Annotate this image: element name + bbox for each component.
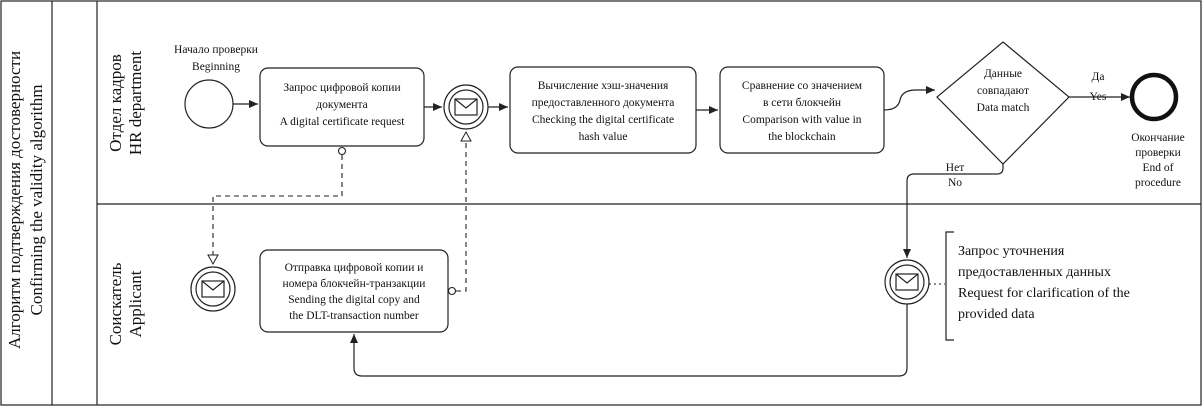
end-line-2: проверки [1135, 147, 1181, 159]
annotation-line-3: Request for clarification of the [958, 286, 1130, 301]
task-compare-line-4: the blockchain [768, 131, 836, 143]
task-compare: Сравнение со значением в сети блокчейн C… [719, 66, 885, 154]
flow-gateway-to-clarification [903, 164, 1004, 258]
message-flows [207, 130, 472, 296]
lane-label-applicant: Соискатель Applicant [106, 262, 145, 345]
envelope-icon [201, 280, 225, 298]
task-send-line-1: Отправка цифровой копии и [285, 262, 424, 274]
end-line-4: procedure [1135, 177, 1181, 189]
task-compare-line-1: Сравнение со значением [742, 80, 863, 92]
end-line-1: Окончание [1131, 132, 1185, 144]
task-send-line-3: Sending the digital copy and [288, 294, 420, 306]
envelope-icon [895, 273, 919, 291]
lane-label-hr: Отдел кадров HR department [106, 51, 145, 156]
task-send-copy: Отправка цифровой копии и номера блокчей… [259, 249, 449, 333]
end-event: Окончание проверки End of procedure [1129, 72, 1185, 189]
task-request-line-2: документа [316, 99, 367, 111]
task-request-line-3: A digital certificate request [280, 116, 406, 128]
annotation-clarification: Запрос уточнения предоставленных данных … [929, 231, 1130, 341]
message-event-applicant [190, 266, 236, 312]
gateway-line-2: совпадают [977, 85, 1029, 97]
message-event-clarification [884, 259, 930, 305]
message-flow-request-to-applicant [207, 155, 343, 266]
pool-title-en: Confirming the validity algorithm [27, 85, 46, 316]
task-request-copy: Запрос цифровой копии документа A digita… [259, 67, 425, 147]
flow-clarification-to-send [350, 304, 908, 377]
task-hash-line-2: предоставленного документа [532, 97, 675, 109]
gateway-line-1: Данные [984, 68, 1022, 80]
start-label-ru: Начало проверки [174, 44, 258, 56]
envelope-icon [454, 98, 478, 116]
lane-applicant-en: Applicant [126, 270, 145, 337]
lane-applicant-ru: Соискатель [106, 262, 125, 345]
pool-title-ru: Алгоритм подтверждения достоверности [5, 51, 24, 349]
lane-hr-en: HR department [126, 51, 145, 156]
annotation-line-4: provided data [958, 307, 1035, 322]
task-compare-line-2: в сети блокчейн [763, 97, 841, 109]
task-compare-line-3: Comparison with value in [742, 114, 861, 126]
no-label-ru: Нет [946, 162, 964, 174]
task-request-line-1: Запрос цифровой копии [283, 82, 400, 94]
yes-label-ru: Да [1092, 71, 1105, 83]
task-send-line-4: the DLT-transaction number [289, 310, 419, 322]
no-label-en: No [948, 177, 962, 189]
annotation-line-1: Запрос уточнения [958, 244, 1065, 259]
end-line-3: End of [1143, 162, 1174, 174]
start-label-en: Beginning [192, 61, 240, 73]
task-hash-line-4: hash value [579, 131, 628, 143]
sequence-flows [233, 86, 1130, 377]
start-circle [184, 79, 234, 129]
task-hash-line-3: Checking the digital certificate [532, 114, 674, 126]
message-event-hr [443, 84, 489, 130]
lane-hr-ru: Отдел кадров [106, 54, 125, 152]
task-hash: Вычисление хэш-значения предоставленного… [509, 66, 697, 154]
message-flow-send-to-hr [456, 130, 472, 292]
flow-compare-to-gateway [883, 86, 935, 111]
start-event: Начало проверки Beginning [174, 44, 258, 129]
annotation-line-2: предоставленных данных [958, 265, 1111, 280]
task-send-line-2: номера блокчейн-транзакции [283, 278, 426, 290]
task-hash-line-1: Вычисление хэш-значения [538, 80, 669, 92]
gateway-data-match: Данные совпадают Data match [936, 41, 1070, 165]
gateway-line-3: Data match [977, 102, 1030, 114]
pool-label: Алгоритм подтверждения достоверности Con… [5, 51, 46, 349]
end-circle [1129, 72, 1179, 122]
